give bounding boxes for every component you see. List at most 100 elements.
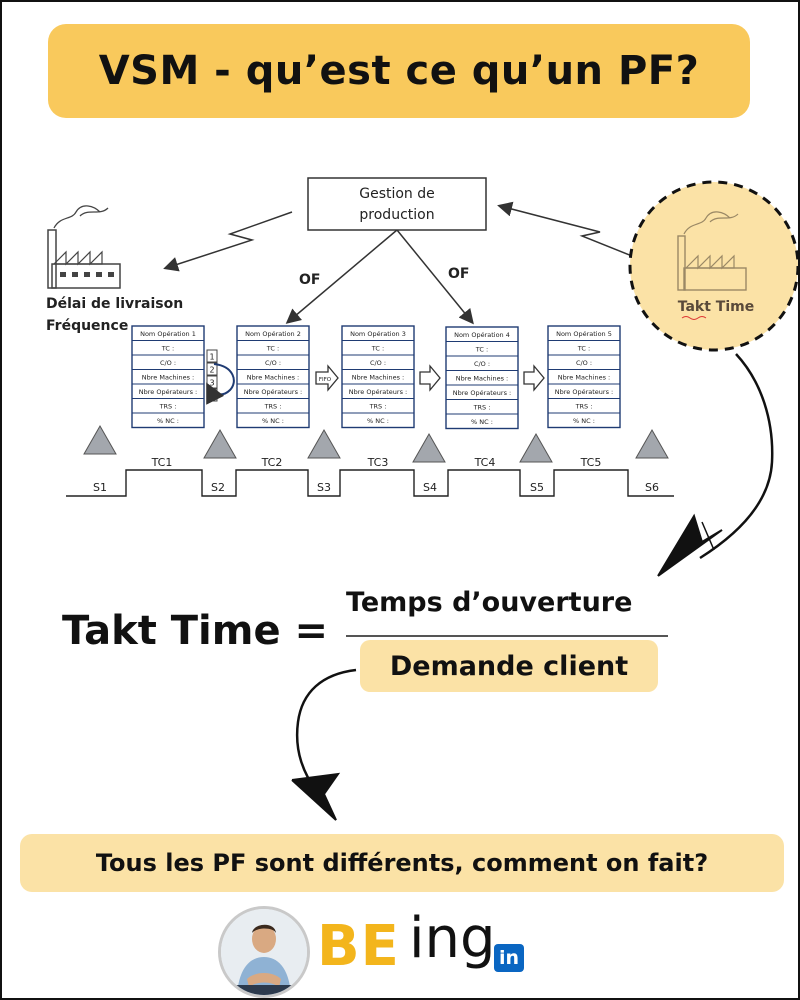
bottom-question: Tous les PF sont différents, comment on …	[95, 849, 709, 877]
timeline-tc-label: TC4	[474, 456, 496, 469]
process-name: Nom Opération 5	[556, 330, 612, 338]
process-row: C/O :	[474, 360, 490, 368]
process-name: Nom Opération 3	[350, 330, 406, 338]
timeline-s-label: S4	[423, 481, 437, 494]
inventory-triangle	[635, 428, 669, 459]
brand-be: BE	[317, 914, 400, 979]
process-row: Nbre Opérateurs :	[139, 388, 197, 396]
process-row: C/O :	[265, 359, 281, 367]
process-box-4: Nom Opération 4 TC : C/O : Nbre Machines : N…	[445, 326, 519, 430]
process-row: TRS :	[575, 403, 593, 411]
timeline-tc-label: TC5	[580, 456, 602, 469]
process-row: TC :	[577, 345, 590, 353]
process-box-1: Nom Opération 1 TC : C/O : Nbre Machines : N…	[131, 325, 205, 429]
inventory-triangle	[203, 428, 237, 459]
process-box-2: Nom Opération 2 TC : C/O : Nbre Machines : N…	[236, 325, 310, 429]
question-banner: Tous les PF sont différents, comment on …	[20, 834, 784, 892]
takt-time-circle	[628, 180, 798, 352]
brand-ing: ing	[409, 906, 496, 971]
stack-cell	[206, 349, 218, 363]
info-arrow-to-customer	[163, 211, 293, 272]
process-row: C/O :	[576, 359, 592, 367]
production-control-box	[307, 177, 487, 231]
process-name: Nom Opération 2	[245, 330, 301, 338]
fraction-line	[346, 635, 668, 637]
process-row: Nbre Machines :	[558, 374, 610, 382]
of-label-left: OF	[299, 272, 320, 288]
push-arrow	[523, 364, 545, 392]
linkedin-label: in	[498, 947, 520, 969]
inventory-triangle	[519, 432, 553, 463]
process-boxes: Nom Opération 1TC :C/O :Nbre Machines :N…	[131, 325, 621, 430]
timeline-s-label: S2	[211, 481, 225, 494]
page-title: VSM - qu’est ce qu’un PF?	[98, 48, 700, 94]
curved-arrow-head-1	[657, 513, 723, 577]
timeline-line	[66, 469, 674, 497]
stack-number: 3	[209, 379, 214, 388]
process-row: C/O :	[370, 359, 386, 367]
curved-arrow-head-2	[291, 772, 341, 821]
customer-label-frequency: Fréquence	[46, 318, 128, 334]
flow-arrows: FIFO	[315, 364, 545, 392]
process-row: TRS :	[159, 403, 177, 411]
process-row: Nbre Opérateurs :	[453, 389, 511, 397]
of-label-right: OF	[448, 266, 469, 282]
inventory-triangle	[83, 424, 117, 455]
fifo-label: FIFO	[319, 377, 332, 383]
process-row: % NC :	[573, 417, 595, 425]
process-box-5: Nom Opération 5 TC : C/O : Nbre Machines : N…	[547, 325, 621, 429]
process-row: Nbre Machines :	[456, 375, 508, 383]
process-row: Nbre Machines :	[352, 374, 404, 382]
linkedin-icon[interactable]: in	[494, 944, 524, 972]
production-control-line1: Gestion de	[359, 186, 435, 202]
title-banner: VSM - qu’est ce qu’un PF?	[48, 24, 750, 118]
process-name: Nom Opération 1	[140, 330, 196, 338]
stack-cell	[206, 362, 218, 376]
person-avatar-icon	[221, 909, 307, 995]
customer-factory-icon	[47, 205, 121, 289]
curved-arrow-hatch-1	[701, 521, 715, 551]
process-row: TRS :	[473, 404, 491, 412]
process-row: Nbre Machines :	[142, 374, 194, 382]
process-row: Nbre Machines :	[247, 374, 299, 382]
timeline-tc-label: TC3	[367, 456, 389, 469]
fifo-arrow	[315, 364, 339, 392]
push-arrow	[419, 364, 441, 392]
customer-label-delay: Délai de livraison	[46, 296, 183, 312]
timeline-tc-label: TC2	[261, 456, 283, 469]
inventory-triangles	[83, 424, 669, 463]
process-row: % NC :	[471, 418, 493, 426]
production-control-line2: production	[359, 207, 434, 223]
timeline-s-label: S1	[93, 481, 107, 494]
process-row: % NC :	[157, 417, 179, 425]
timeline-tc-label: TC1	[151, 456, 173, 469]
process-row: TC :	[475, 346, 488, 354]
stack-number: 1	[209, 353, 214, 362]
process-row: Nbre Opérateurs :	[555, 388, 613, 396]
curved-arrow-to-question	[295, 668, 357, 795]
process-row: C/O :	[160, 359, 176, 367]
process-row: TRS :	[369, 403, 387, 411]
rework-loop-arrow	[206, 363, 235, 405]
avatar	[218, 906, 310, 998]
process-row: Nbre Opérateurs :	[349, 388, 407, 396]
takt-time-circle-label: Takt Time	[678, 299, 755, 315]
curved-arrow-to-formula	[699, 353, 774, 560]
formula-numerator: Temps d’ouverture	[346, 587, 633, 618]
formula-label: Takt Time =	[62, 608, 329, 654]
process-row: TC :	[266, 345, 279, 353]
process-row: TC :	[371, 345, 384, 353]
process-row: % NC :	[367, 417, 389, 425]
formula-denominator-box: Demande client	[360, 640, 658, 692]
process-row: TC :	[161, 345, 174, 353]
process-row: % NC :	[262, 417, 284, 425]
process-row: Nbre Opérateurs :	[244, 388, 302, 396]
timeline-s-label: S6	[645, 481, 659, 494]
spellcheck-underline	[681, 316, 707, 320]
process-row: TRS :	[264, 403, 282, 411]
process-name: Nom Opération 4	[454, 331, 510, 339]
of-arrow-left	[285, 229, 398, 324]
